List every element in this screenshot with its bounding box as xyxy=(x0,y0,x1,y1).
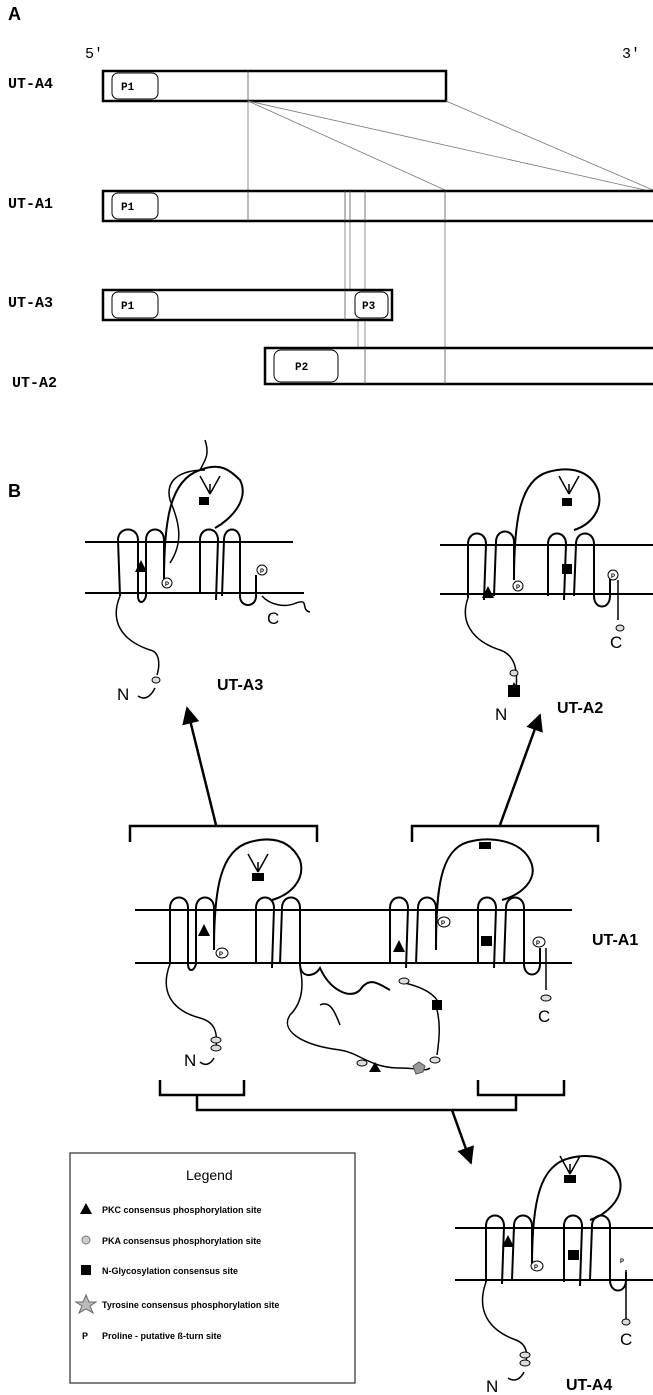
legend-item-proline: Proline - putative ß-turn site xyxy=(102,1331,222,1341)
topology-ut-a1: P P P xyxy=(135,839,572,1074)
bracket-ut-a3-region xyxy=(130,826,317,842)
promoter-label: P3 xyxy=(362,301,376,313)
topology-label-ut-a1: UT-A1 xyxy=(592,932,638,949)
svg-text:P: P xyxy=(611,574,615,580)
pka-circle-icon xyxy=(82,1236,90,1244)
gene-row-ut-a3: UT-A3 P1 P3 xyxy=(8,290,392,320)
legend: Legend PKC consensus phosphorylation sit… xyxy=(70,1153,355,1383)
promoter-label: P1 xyxy=(121,301,135,313)
topology-label-ut-a4: UT-A4 xyxy=(566,1377,612,1394)
legend-title: Legend xyxy=(186,1167,233,1183)
arrow-to-ut-a3 xyxy=(187,708,216,825)
row-label-ut-a2: UT-A2 xyxy=(12,375,57,392)
topology-label-ut-a3: UT-A3 xyxy=(217,677,263,694)
promoter-label: P1 xyxy=(121,202,135,214)
n-terminus-ut-a2: N xyxy=(495,705,507,724)
row-label-ut-a4: UT-A4 xyxy=(8,76,53,93)
c-terminus-ut-a2: C xyxy=(610,633,622,652)
exon-box-ut-a3 xyxy=(103,290,392,320)
promoter-label: P2 xyxy=(295,362,308,374)
gene-row-ut-a4: UT-A4 P1 xyxy=(8,71,446,101)
svg-text:P: P xyxy=(536,941,540,947)
bracket-ut-a4-c-region xyxy=(478,1080,564,1095)
topology-ut-a2: P P xyxy=(440,469,653,697)
gene-row-ut-a1: UT-A1 P1 xyxy=(8,191,653,221)
legend-item-tyrosine: Tyrosine consensus phosphorylation site xyxy=(102,1300,279,1310)
svg-text:P: P xyxy=(620,1259,624,1265)
legend-item-pkc: PKC consensus phosphorylation site xyxy=(102,1205,262,1215)
exon-box-ut-a1 xyxy=(103,191,653,221)
c-terminus-ut-a1: C xyxy=(538,1007,550,1026)
legend-item-glycosylation: N-Glycosylation consensus site xyxy=(102,1266,238,1276)
svg-text:P: P xyxy=(165,582,169,588)
gene-row-ut-a2: UT-A2 P2 xyxy=(12,348,653,392)
proline-p-icon: P xyxy=(82,1331,88,1341)
arrow-to-ut-a2 xyxy=(500,715,540,825)
promoter-label: P1 xyxy=(121,82,135,94)
exon-box-ut-a4 xyxy=(103,71,446,101)
c-terminus-ut-a4: C xyxy=(620,1330,632,1349)
panel-a: A 5′ 3′ UT-A4 P1 UT-A1 P1 xyxy=(8,4,653,392)
topology-label-ut-a2: UT-A2 xyxy=(557,700,603,717)
svg-text:P: P xyxy=(441,921,445,927)
row-label-ut-a3: UT-A3 xyxy=(8,295,53,312)
panel-a-letter: A xyxy=(8,4,21,24)
bracket-ut-a4-join xyxy=(197,1095,516,1110)
topology-ut-a3: P P xyxy=(85,440,310,698)
c-terminus-ut-a3: C xyxy=(267,609,279,628)
arrow-to-ut-a4 xyxy=(452,1110,471,1163)
three-prime-label: 3′ xyxy=(622,46,640,63)
bracket-ut-a4-n-region xyxy=(160,1080,244,1095)
alignment-lines xyxy=(248,101,653,382)
n-terminus-ut-a3: N xyxy=(117,685,129,704)
five-prime-label: 5′ xyxy=(85,46,103,63)
svg-text:P: P xyxy=(516,585,520,591)
n-terminus-ut-a4: N xyxy=(486,1377,498,1395)
n-terminus-ut-a1: N xyxy=(184,1051,196,1070)
exon-box-ut-a2 xyxy=(265,348,653,384)
row-label-ut-a1: UT-A1 xyxy=(8,196,53,213)
svg-text:P: P xyxy=(260,569,264,575)
glycosylation-square-icon xyxy=(81,1265,91,1275)
svg-text:P: P xyxy=(534,1265,538,1271)
bracket-ut-a2-region xyxy=(412,826,598,842)
svg-text:P: P xyxy=(219,952,223,958)
panel-b-letter: B xyxy=(8,481,21,501)
legend-item-pka: PKA consensus phosphorylation site xyxy=(102,1236,261,1246)
